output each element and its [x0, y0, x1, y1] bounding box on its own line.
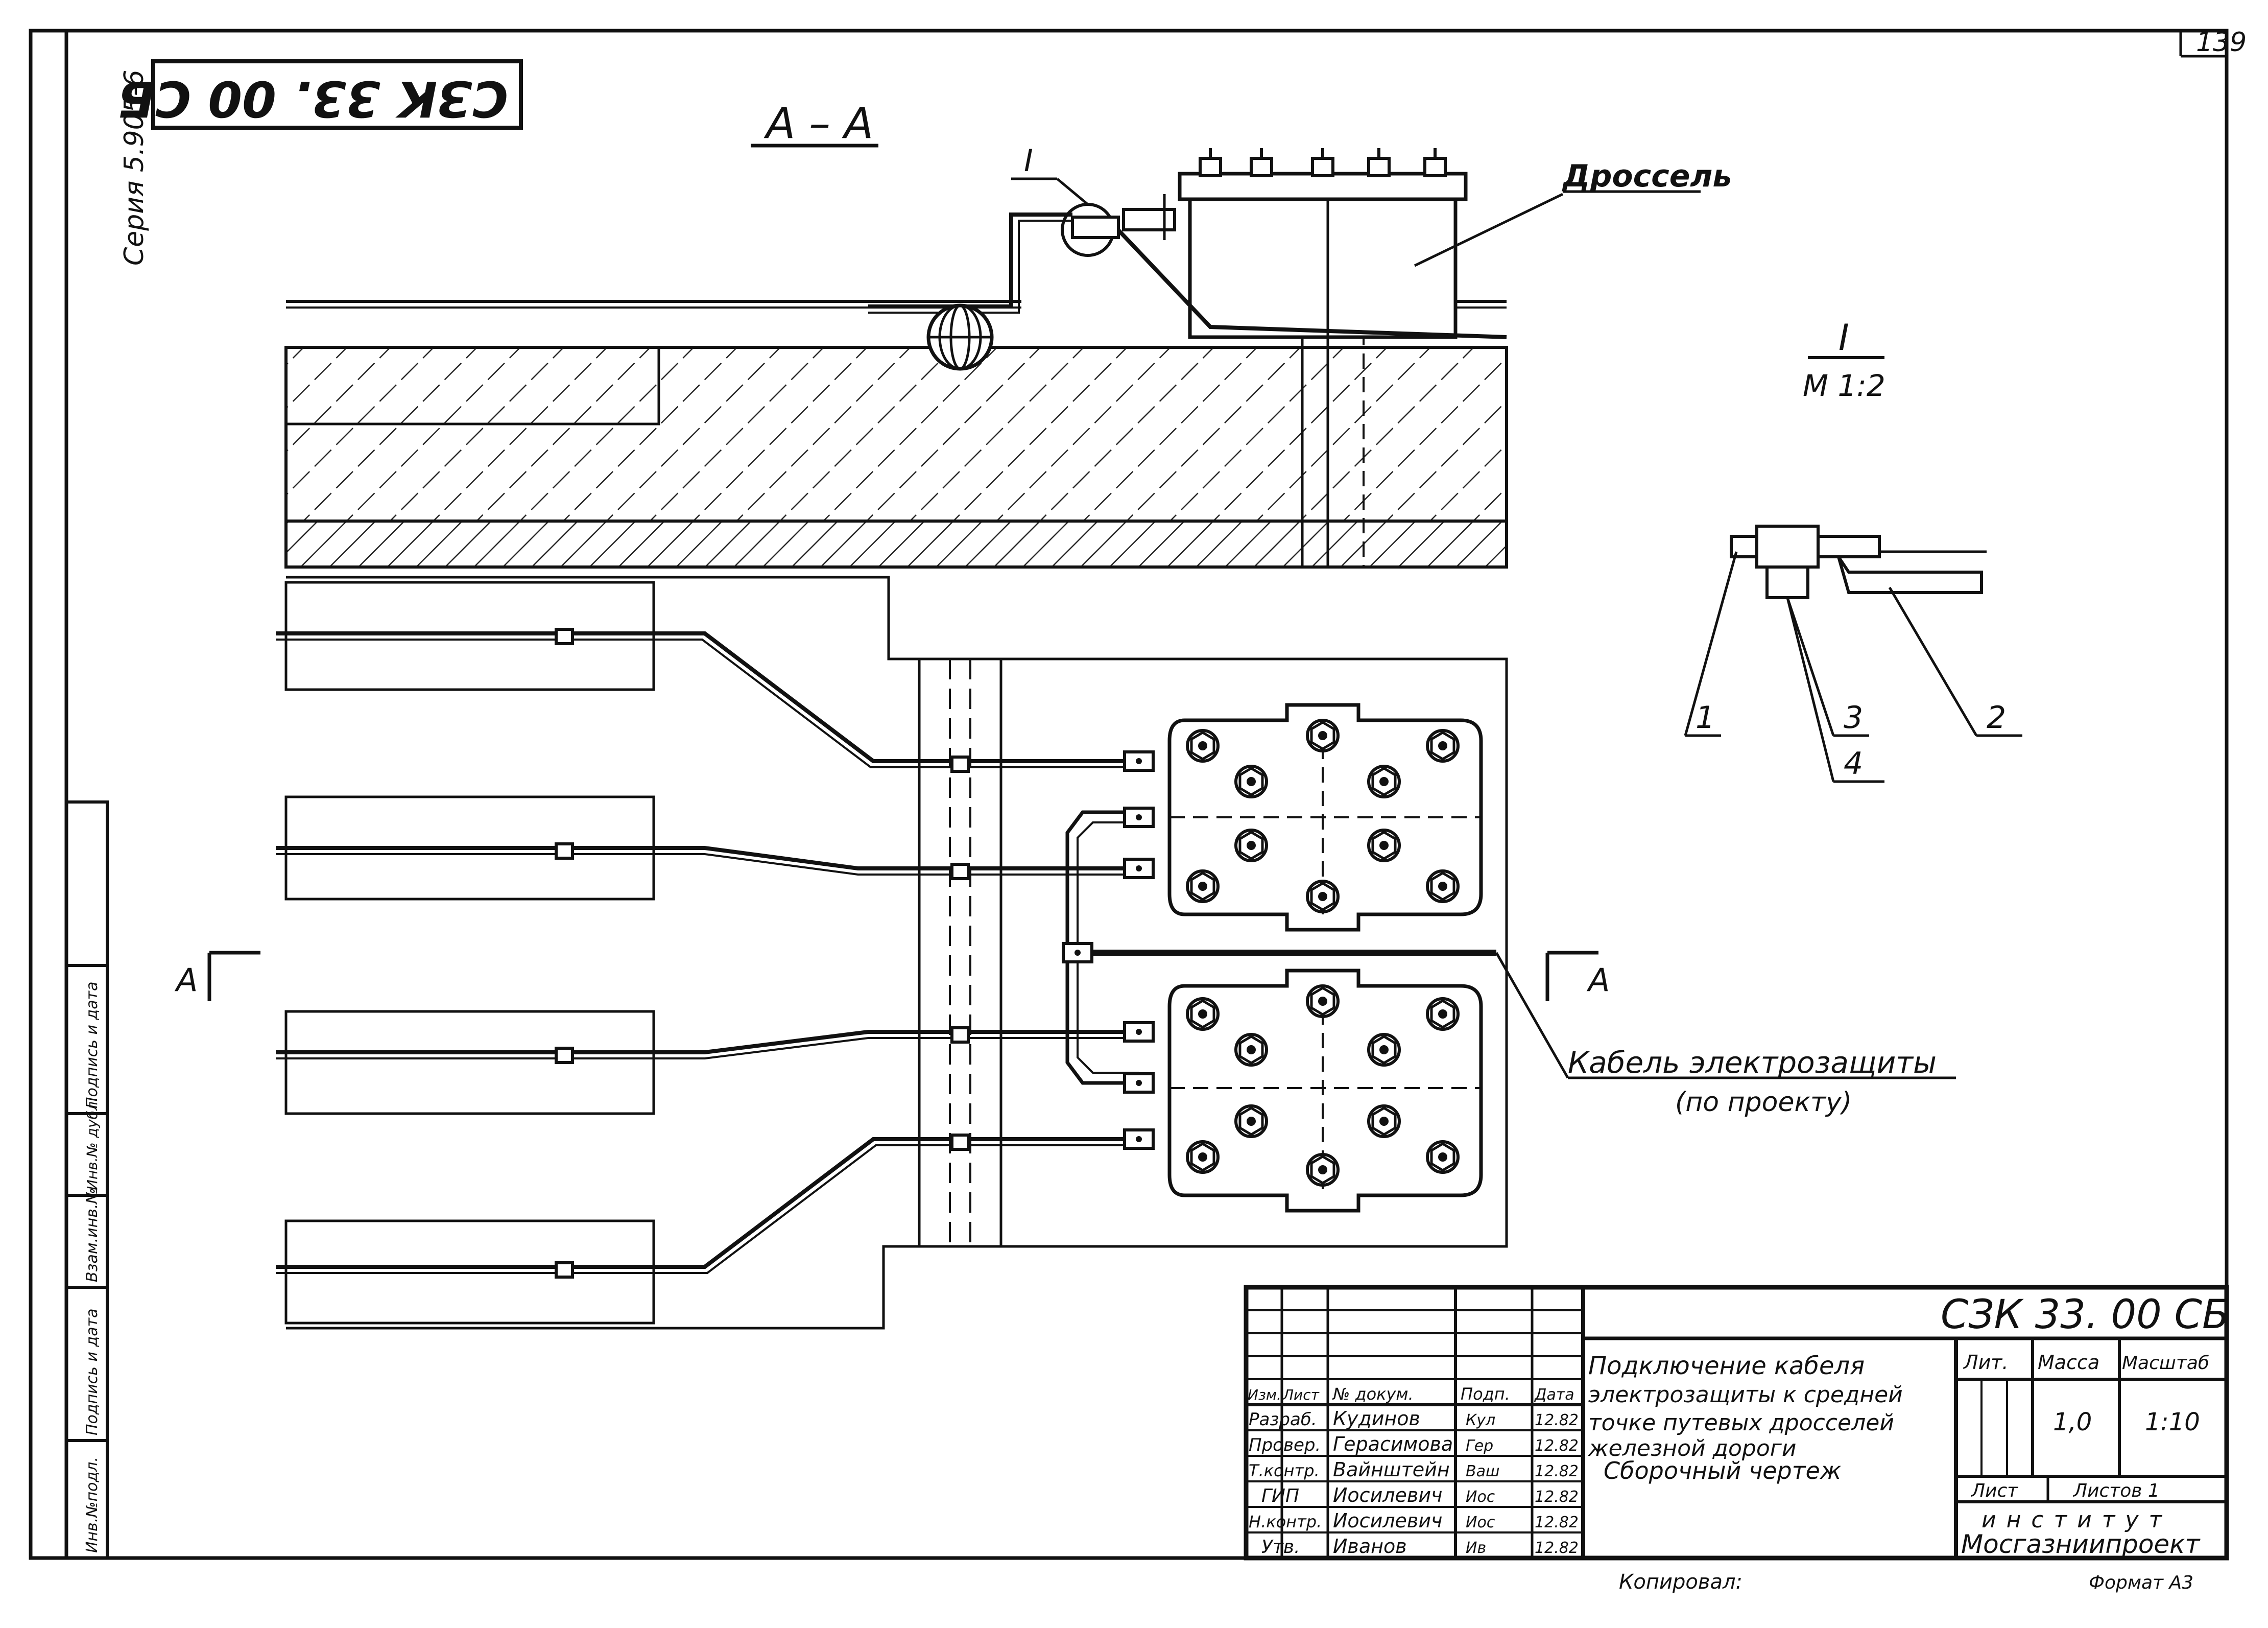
mass-label: Масса — [2038, 1351, 2099, 1374]
row-date: 12.82 — [1535, 1437, 1579, 1455]
choke-label: Дроссель — [1562, 158, 1732, 194]
row-role: Н.контр. — [1249, 1512, 1322, 1531]
row-role: Т.контр. — [1249, 1461, 1320, 1480]
title-name-line: Подключение кабеля — [1588, 1352, 1865, 1380]
header-cell: Дата — [1534, 1386, 1574, 1404]
strip-label: Подпись и дата — [83, 982, 101, 1109]
row-name: Иванов — [1333, 1535, 1407, 1558]
detail-position-4: 4 — [1844, 746, 1863, 782]
stamp-box — [151, 59, 523, 130]
row-role: Провер. — [1249, 1435, 1321, 1455]
plan-view — [207, 576, 1956, 1330]
strip-label: Инв.№ дубл. — [84, 1097, 101, 1190]
row-name: Кудинов — [1333, 1407, 1420, 1430]
title-name-line: Сборочный чертеж — [1604, 1457, 1842, 1484]
row-date: 12.82 — [1535, 1462, 1579, 1480]
section-aa-view — [284, 148, 1701, 569]
row-sign: Ив — [1466, 1539, 1486, 1557]
detail-position-2: 2 — [1987, 700, 2006, 736]
institute-line2: Мосгазниипроект — [1961, 1529, 2201, 1559]
row-role: Утв. — [1261, 1537, 1300, 1558]
left-strip — [65, 800, 109, 1560]
title-block-grid — [1244, 1285, 2229, 1561]
header-cell: № докум. — [1332, 1384, 1414, 1404]
row-date: 12.82 — [1535, 1411, 1579, 1429]
detail-position-3: 3 — [1844, 700, 1863, 736]
row-date: 12.82 — [1535, 1539, 1579, 1557]
row-sign: Ваш — [1466, 1462, 1499, 1480]
row-sign: Кул — [1466, 1411, 1495, 1429]
title-name-line: электрозащиты к средней — [1588, 1382, 1903, 1408]
header-cell: Изм. — [1248, 1386, 1281, 1403]
section-title: А – А — [763, 98, 873, 148]
detail-i-view — [1684, 356, 2022, 783]
section-mark-left: А — [174, 961, 198, 999]
format-label: Формат А3 — [2089, 1572, 2193, 1593]
row-date: 12.82 — [1535, 1514, 1579, 1531]
detail-position-1: 1 — [1696, 700, 1715, 736]
institute-line1: институт — [1981, 1507, 2172, 1533]
header-cell: Подп. — [1461, 1384, 1510, 1404]
sheets-label: Листов 1 — [2072, 1480, 2160, 1501]
copied-label: Копировал: — [1619, 1570, 1742, 1594]
strip-label: Подпись и дата — [83, 1309, 101, 1436]
strip-label: Инв.№подл. — [83, 1457, 101, 1553]
cable-sublabel: (по проекту) — [1675, 1087, 1852, 1118]
row-name: Вайнштейн — [1333, 1458, 1450, 1481]
row-sign: Иос — [1466, 1488, 1495, 1506]
row-role: ГИП — [1261, 1485, 1299, 1506]
detail-title: I — [1839, 317, 1849, 359]
strip-label: Взам.инв.№ — [83, 1188, 101, 1282]
row-sign: Гер — [1466, 1437, 1493, 1455]
row-role: Разраб. — [1249, 1409, 1317, 1430]
sheet-label: Лист — [1970, 1480, 2018, 1501]
title-name-line: точке путевых дросселей — [1588, 1410, 1894, 1436]
mass-value: 1,0 — [2053, 1408, 2092, 1436]
section-mark-right: А — [1586, 961, 1610, 999]
row-name: Иосилевич — [1333, 1509, 1442, 1532]
stamp-code: СЗК 33. 00 СБ — [117, 70, 508, 127]
header-cell: Лист — [1282, 1386, 1320, 1403]
detail-callout: I — [1024, 143, 1033, 179]
row-name: Герасимова — [1333, 1433, 1453, 1455]
scale-label: Масштаб — [2122, 1353, 2209, 1374]
cable-label: Кабель электрозащиты — [1568, 1045, 1937, 1080]
page-number: 139 — [2196, 27, 2247, 58]
lit-label: Лит. — [1963, 1351, 2009, 1374]
title-designation: СЗК 33. 00 СБ — [1941, 1292, 2230, 1338]
title-name-line: железной дороги — [1588, 1435, 1796, 1461]
scale-value: 1:10 — [2145, 1408, 2200, 1436]
row-name: Иосилевич — [1333, 1484, 1442, 1506]
detail-scale: М 1:2 — [1803, 368, 1885, 403]
row-date: 12.82 — [1535, 1488, 1579, 1506]
signature-rows: Разраб. Кудинов Кул 12.82 Провер. Гераси… — [1249, 1407, 1579, 1558]
series-label: Серия 5.905-6 — [119, 69, 150, 266]
row-sign: Иос — [1466, 1514, 1495, 1531]
